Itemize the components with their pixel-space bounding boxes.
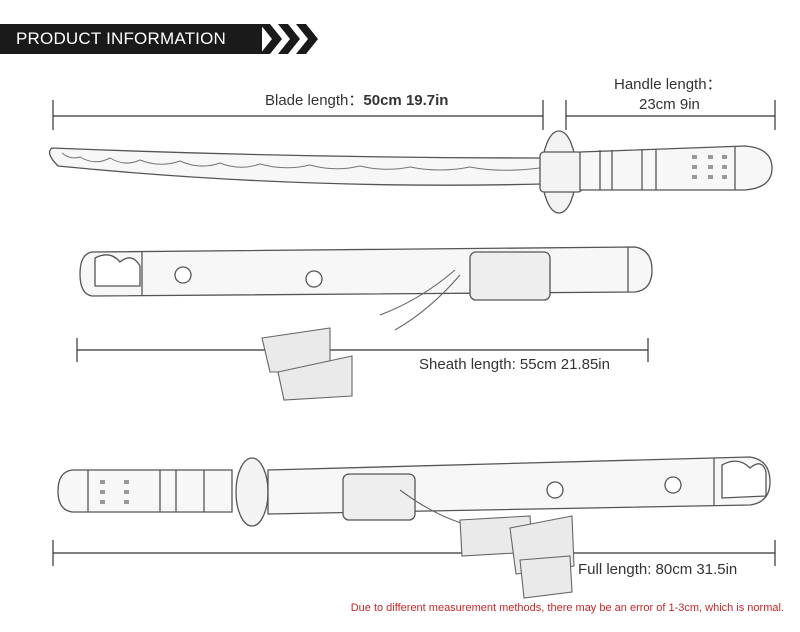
handle-studs xyxy=(692,155,727,179)
blade-length-label: Blade length：50cm 19.7in xyxy=(265,89,448,110)
dimension-lines xyxy=(52,100,776,566)
katana-guard xyxy=(539,130,583,214)
sheath-length-label: Sheath length: 55cm 21.85in xyxy=(419,356,610,373)
katana-blade xyxy=(48,147,544,186)
handle-length-value: 23cm 9in xyxy=(639,96,700,113)
katana-handle xyxy=(579,145,773,191)
full-sword xyxy=(57,456,771,527)
blade-length-value: 50cm 19.7in xyxy=(363,92,449,109)
handle-length-caption: Handle length： xyxy=(614,76,722,93)
sheath xyxy=(79,246,653,301)
sheath-tassel xyxy=(261,269,461,401)
blade-length-caption: Blade length： xyxy=(265,92,364,109)
chevron-arrows-icon xyxy=(260,24,318,54)
full-length-label: Full length: 80cm 31.5in xyxy=(578,561,738,578)
section-header: PRODUCT INFORMATION xyxy=(0,24,262,54)
full-sword-studs xyxy=(100,480,129,504)
full-sword-tassel xyxy=(399,489,575,599)
section-title: PRODUCT INFORMATION xyxy=(16,29,226,48)
measurement-note: Due to different measurement methods, th… xyxy=(350,602,784,614)
